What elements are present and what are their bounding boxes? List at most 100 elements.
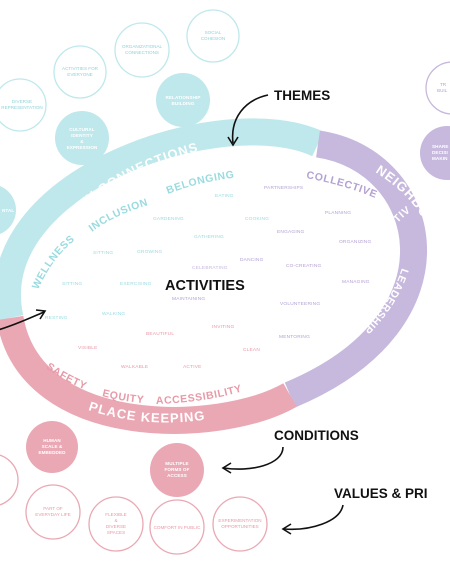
svg-text:DIVERSE: DIVERSE bbox=[106, 524, 126, 529]
arrow-conditions-head bbox=[221, 462, 232, 474]
svg-text:PART OF: PART OF bbox=[43, 506, 63, 511]
svg-text:IDENTITY: IDENTITY bbox=[71, 133, 93, 138]
svg-text:REPRESENTATION: REPRESENTATION bbox=[1, 105, 42, 110]
callout-values: VALUES & PRI bbox=[334, 486, 428, 501]
svg-text:SPACES: SPACES bbox=[107, 530, 125, 535]
svg-text:EMBEDDED: EMBEDDED bbox=[38, 450, 66, 455]
activity-word: EXERCISING bbox=[120, 281, 152, 287]
circle-mental-partial: NTAL bbox=[0, 186, 16, 234]
activity-words: EATING PARTNERSHIPS PLANNING GARDENING C… bbox=[45, 185, 371, 370]
svg-text:NTAL: NTAL bbox=[2, 208, 14, 213]
svg-text:MAKIN: MAKIN bbox=[432, 156, 448, 161]
activity-word: ENGAGING bbox=[277, 229, 305, 235]
activity-word: RESTING bbox=[45, 315, 68, 321]
svg-text:BUIL: BUIL bbox=[437, 88, 448, 93]
activity-word: COOKING bbox=[245, 216, 269, 222]
activity-word: MANAGING bbox=[342, 279, 370, 285]
lavender-circles: TR BUIL SHARE DECISI MAKIN bbox=[420, 61, 450, 180]
activity-word: ORGANIZING bbox=[339, 239, 371, 245]
activity-word: GATHERING bbox=[194, 234, 224, 240]
circle-experimentation-opportunities: EXPERIMENTATION OPPORTUNITIES bbox=[212, 496, 268, 552]
svg-text:ACCESS: ACCESS bbox=[167, 473, 187, 478]
ring-community-segment bbox=[0, 118, 324, 321]
circle-social-cohesion: SOCIAL COHESION bbox=[186, 9, 240, 63]
svg-text:CONNECTIONS: CONNECTIONS bbox=[125, 50, 159, 55]
circle-left-partial bbox=[0, 454, 19, 506]
circle-flexible-diverse-spaces: FLEXIBLE & DIVERSE SPACES bbox=[88, 496, 144, 552]
arrow-themes-head bbox=[227, 136, 239, 147]
svg-text:EXPERIMENTATION: EXPERIMENTATION bbox=[218, 518, 261, 523]
activity-word: DANCING bbox=[240, 257, 264, 263]
svg-text:FORMS OF: FORMS OF bbox=[164, 467, 189, 472]
activity-word: WALKING bbox=[102, 311, 125, 317]
svg-text:EVERYDAY LIFE: EVERYDAY LIFE bbox=[35, 512, 71, 517]
svg-text:RELATIONSHIP: RELATIONSHIP bbox=[165, 95, 200, 100]
activity-word: SITTING bbox=[62, 281, 82, 287]
activity-word: SITTING bbox=[93, 250, 113, 256]
svg-text:DIVERSE: DIVERSE bbox=[12, 99, 32, 104]
svg-text:CULTURAL: CULTURAL bbox=[69, 127, 95, 132]
svg-text:&: & bbox=[114, 518, 117, 523]
activity-word: CO-CREATING bbox=[286, 263, 321, 269]
activity-word: VOLUNTEERING bbox=[280, 301, 320, 307]
circle-cultural-identity: CULTURAL IDENTITY & EXPRESSION bbox=[55, 111, 109, 165]
activity-word: PARTNERSHIPS bbox=[264, 185, 303, 191]
callouts: THEMES CONDITIONS VALUES & PRI bbox=[0, 88, 428, 535]
callout-themes: THEMES bbox=[274, 88, 330, 103]
activity-word: CELEBRATING bbox=[192, 265, 228, 271]
activity-word: BEAUTIFUL bbox=[146, 331, 174, 337]
activity-word: ACTIVE bbox=[183, 364, 202, 370]
svg-text:EVERYONE: EVERYONE bbox=[67, 72, 92, 77]
svg-text:BUILDING: BUILDING bbox=[171, 101, 194, 106]
arrow-values bbox=[283, 504, 344, 531]
arrow-conditions bbox=[223, 446, 284, 470]
activity-word: MAINTAINING bbox=[172, 296, 205, 302]
circle-multiple-forms-of-access: MULTIPLE FORMS OF ACCESS bbox=[150, 443, 204, 497]
svg-text:SOCIAL: SOCIAL bbox=[205, 30, 222, 35]
activity-word: PLANNING bbox=[325, 210, 351, 216]
circle-part-of-everyday-life: PART OF EVERYDAY LIFE bbox=[25, 484, 81, 540]
svg-text:&: & bbox=[80, 139, 84, 144]
ring bbox=[0, 118, 427, 434]
activity-word: GROWING bbox=[137, 249, 162, 255]
svg-text:TR: TR bbox=[440, 82, 447, 87]
activity-word: VISIBLE bbox=[78, 345, 98, 351]
circle-trust-building: TR BUIL bbox=[425, 61, 450, 115]
ring-place-keeping-segment bbox=[0, 315, 297, 434]
circle-shared-decision-making: SHARE DECISI MAKIN bbox=[420, 126, 450, 180]
svg-text:EXPRESSION: EXPRESSION bbox=[67, 145, 98, 150]
svg-text:ACTIVITIES FOR: ACTIVITIES FOR bbox=[62, 66, 99, 71]
svg-text:FLEXIBLE: FLEXIBLE bbox=[105, 512, 126, 517]
activity-word: EATING bbox=[215, 193, 234, 199]
svg-text:DECISI: DECISI bbox=[432, 150, 448, 155]
activity-word: MENTORING bbox=[279, 334, 310, 340]
circle-comfort-in-public: COMFORT IN PUBLIC bbox=[149, 499, 205, 555]
circle-activities-for-everyone: ACTIVITIES FOR EVERYONE bbox=[53, 45, 107, 99]
circle-diverse-representation: DIVERSE REPRESENTATION bbox=[0, 78, 47, 132]
svg-text:SCALE &: SCALE & bbox=[42, 444, 63, 449]
pink-circles: HUMAN SCALE & EMBEDDED MULTIPLE FORMS OF… bbox=[0, 421, 268, 555]
arrow-values-head bbox=[281, 523, 292, 535]
arrow-activities-head bbox=[35, 309, 47, 320]
activity-word: CLEAN bbox=[243, 347, 260, 353]
svg-text:HUMAN: HUMAN bbox=[43, 438, 61, 443]
circle-organizational-connections: ORGANIZATIONAL CONNECTIONS bbox=[114, 22, 170, 78]
arrow-themes bbox=[231, 94, 269, 144]
activity-word: WALKABLE bbox=[121, 364, 148, 370]
svg-text:SHARE: SHARE bbox=[432, 144, 449, 149]
activities-heading: ACTIVITIES bbox=[165, 278, 245, 294]
svg-text:MULTIPLE: MULTIPLE bbox=[165, 461, 188, 466]
svg-text:ORGANIZATIONAL: ORGANIZATIONAL bbox=[122, 44, 163, 49]
ring-neighbors-segment bbox=[284, 130, 427, 408]
callout-conditions: CONDITIONS bbox=[274, 428, 359, 443]
circle-relationship-building: RELATIONSHIP BUILDING bbox=[156, 73, 210, 127]
arrow-activities bbox=[0, 311, 45, 331]
circle-human-scale: HUMAN SCALE & EMBEDDED bbox=[26, 421, 78, 473]
activity-word: INVITING bbox=[212, 324, 234, 330]
activity-word: GARDENING bbox=[153, 216, 184, 222]
svg-text:COMFORT IN PUBLIC: COMFORT IN PUBLIC bbox=[154, 525, 201, 530]
svg-text:OPPORTUNITIES: OPPORTUNITIES bbox=[221, 524, 258, 529]
theme-belonging: BELONGING bbox=[165, 169, 236, 197]
teal-circles: SOCIAL COHESION ORGANIZATIONAL CONNECTIO… bbox=[0, 9, 240, 234]
